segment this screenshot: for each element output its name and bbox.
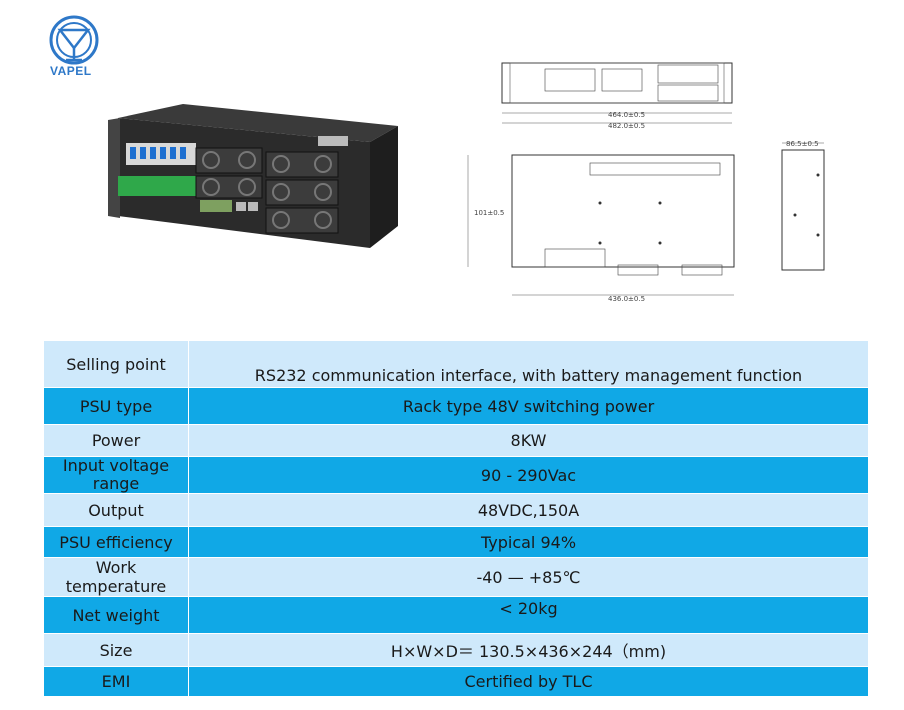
row-label: Selling point (43, 340, 189, 388)
table-row: Work temperature -40 — +85℃ (43, 557, 869, 597)
row-value: 90 - 290Vac (188, 456, 869, 494)
row-label: Net weight (43, 596, 189, 634)
dim-side: 86.5±0.5 (786, 140, 819, 148)
dim-width-2: 482.0±0.5 (608, 122, 645, 130)
row-label: Size (43, 633, 189, 667)
row-value: Typical 94% (188, 526, 869, 558)
dim-height: 101±0.5 (474, 209, 504, 217)
dim-depth: 436.0±0.5 (608, 295, 645, 303)
row-value: Certified by TLC (188, 666, 869, 697)
table-row: PSU efficiency Typical 94% (43, 526, 869, 558)
spec-table: Selling point RS232 communication interf… (43, 340, 869, 697)
table-row: Net weight < 20kg (43, 596, 869, 634)
table-row: Output 48VDC,150A (43, 493, 869, 527)
dim-width-1: 464.0±0.5 (608, 111, 645, 119)
row-label: Power (43, 424, 189, 457)
row-label: Input voltage range (43, 456, 189, 494)
row-label: PSU efficiency (43, 526, 189, 558)
row-value: -40 — +85℃ (188, 557, 869, 597)
table-row: EMI Certified by TLC (43, 666, 869, 697)
table-row: Selling point RS232 communication interf… (43, 340, 869, 388)
table-row: Size H×W×D＝ 130.5×436×244（mm) (43, 633, 869, 667)
row-label: Output (43, 493, 189, 527)
row-label: PSU type (43, 387, 189, 425)
row-value: 48VDC,150A (188, 493, 869, 527)
row-value: 8KW (188, 424, 869, 457)
product-image (108, 104, 398, 248)
row-label: EMI (43, 666, 189, 697)
table-row: Input voltage range 90 - 290Vac (43, 456, 869, 494)
technical-drawing: 464.0±0.5 482.0±0.5 101±0.5 436.0±0.5 86… (467, 62, 825, 303)
brand-name: VAPEL (50, 64, 92, 78)
row-value: Rack type 48V switching power (188, 387, 869, 425)
table-row: PSU type Rack type 48V switching power (43, 387, 869, 425)
row-value: H×W×D＝ 130.5×436×244（mm) (188, 633, 869, 667)
row-value: RS232 communication interface, with batt… (188, 340, 869, 388)
vapel-logo-icon (49, 15, 99, 65)
table-row: Power 8KW (43, 424, 869, 457)
row-label: Work temperature (43, 557, 189, 597)
row-value: < 20kg (188, 596, 869, 634)
